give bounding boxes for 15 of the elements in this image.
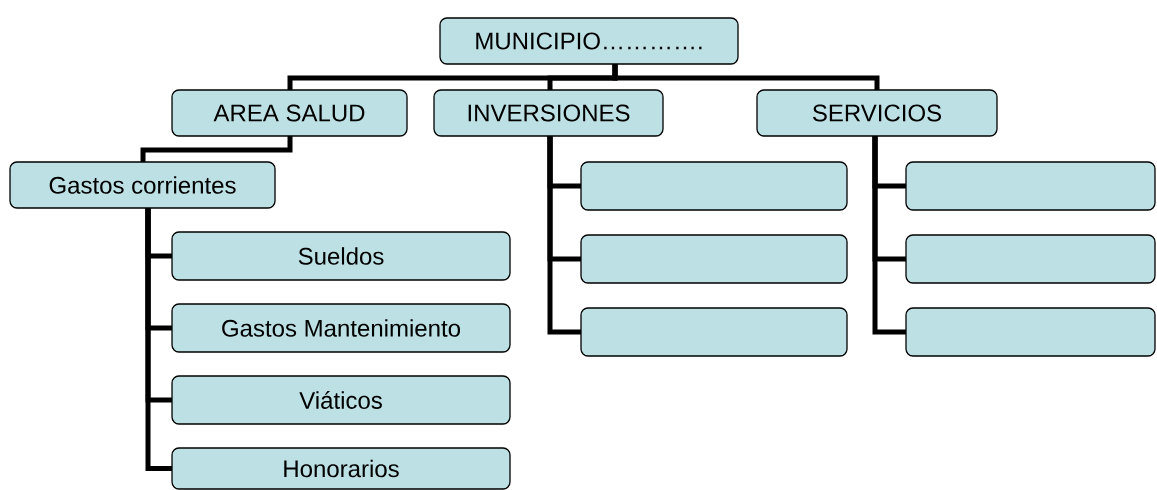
empty-box	[580, 161, 848, 211]
empty-box	[580, 234, 848, 284]
org-box: Sueldos	[171, 231, 511, 281]
empty-box	[905, 161, 1156, 211]
org-box: Gastos corrientes	[9, 161, 276, 209]
org-box: MUNICIPIO………….	[439, 17, 739, 65]
empty-box	[905, 234, 1156, 284]
empty-box	[580, 307, 848, 357]
org-box: Viáticos	[171, 375, 511, 425]
org-box: INVERSIONES	[433, 89, 664, 137]
org-box: SERVICIOS	[756, 89, 998, 137]
org-box: Gastos Mantenimiento	[171, 303, 511, 353]
empty-box	[905, 307, 1156, 357]
org-box: Honorarios	[171, 447, 511, 490]
org-box: AREA SALUD	[171, 89, 408, 137]
